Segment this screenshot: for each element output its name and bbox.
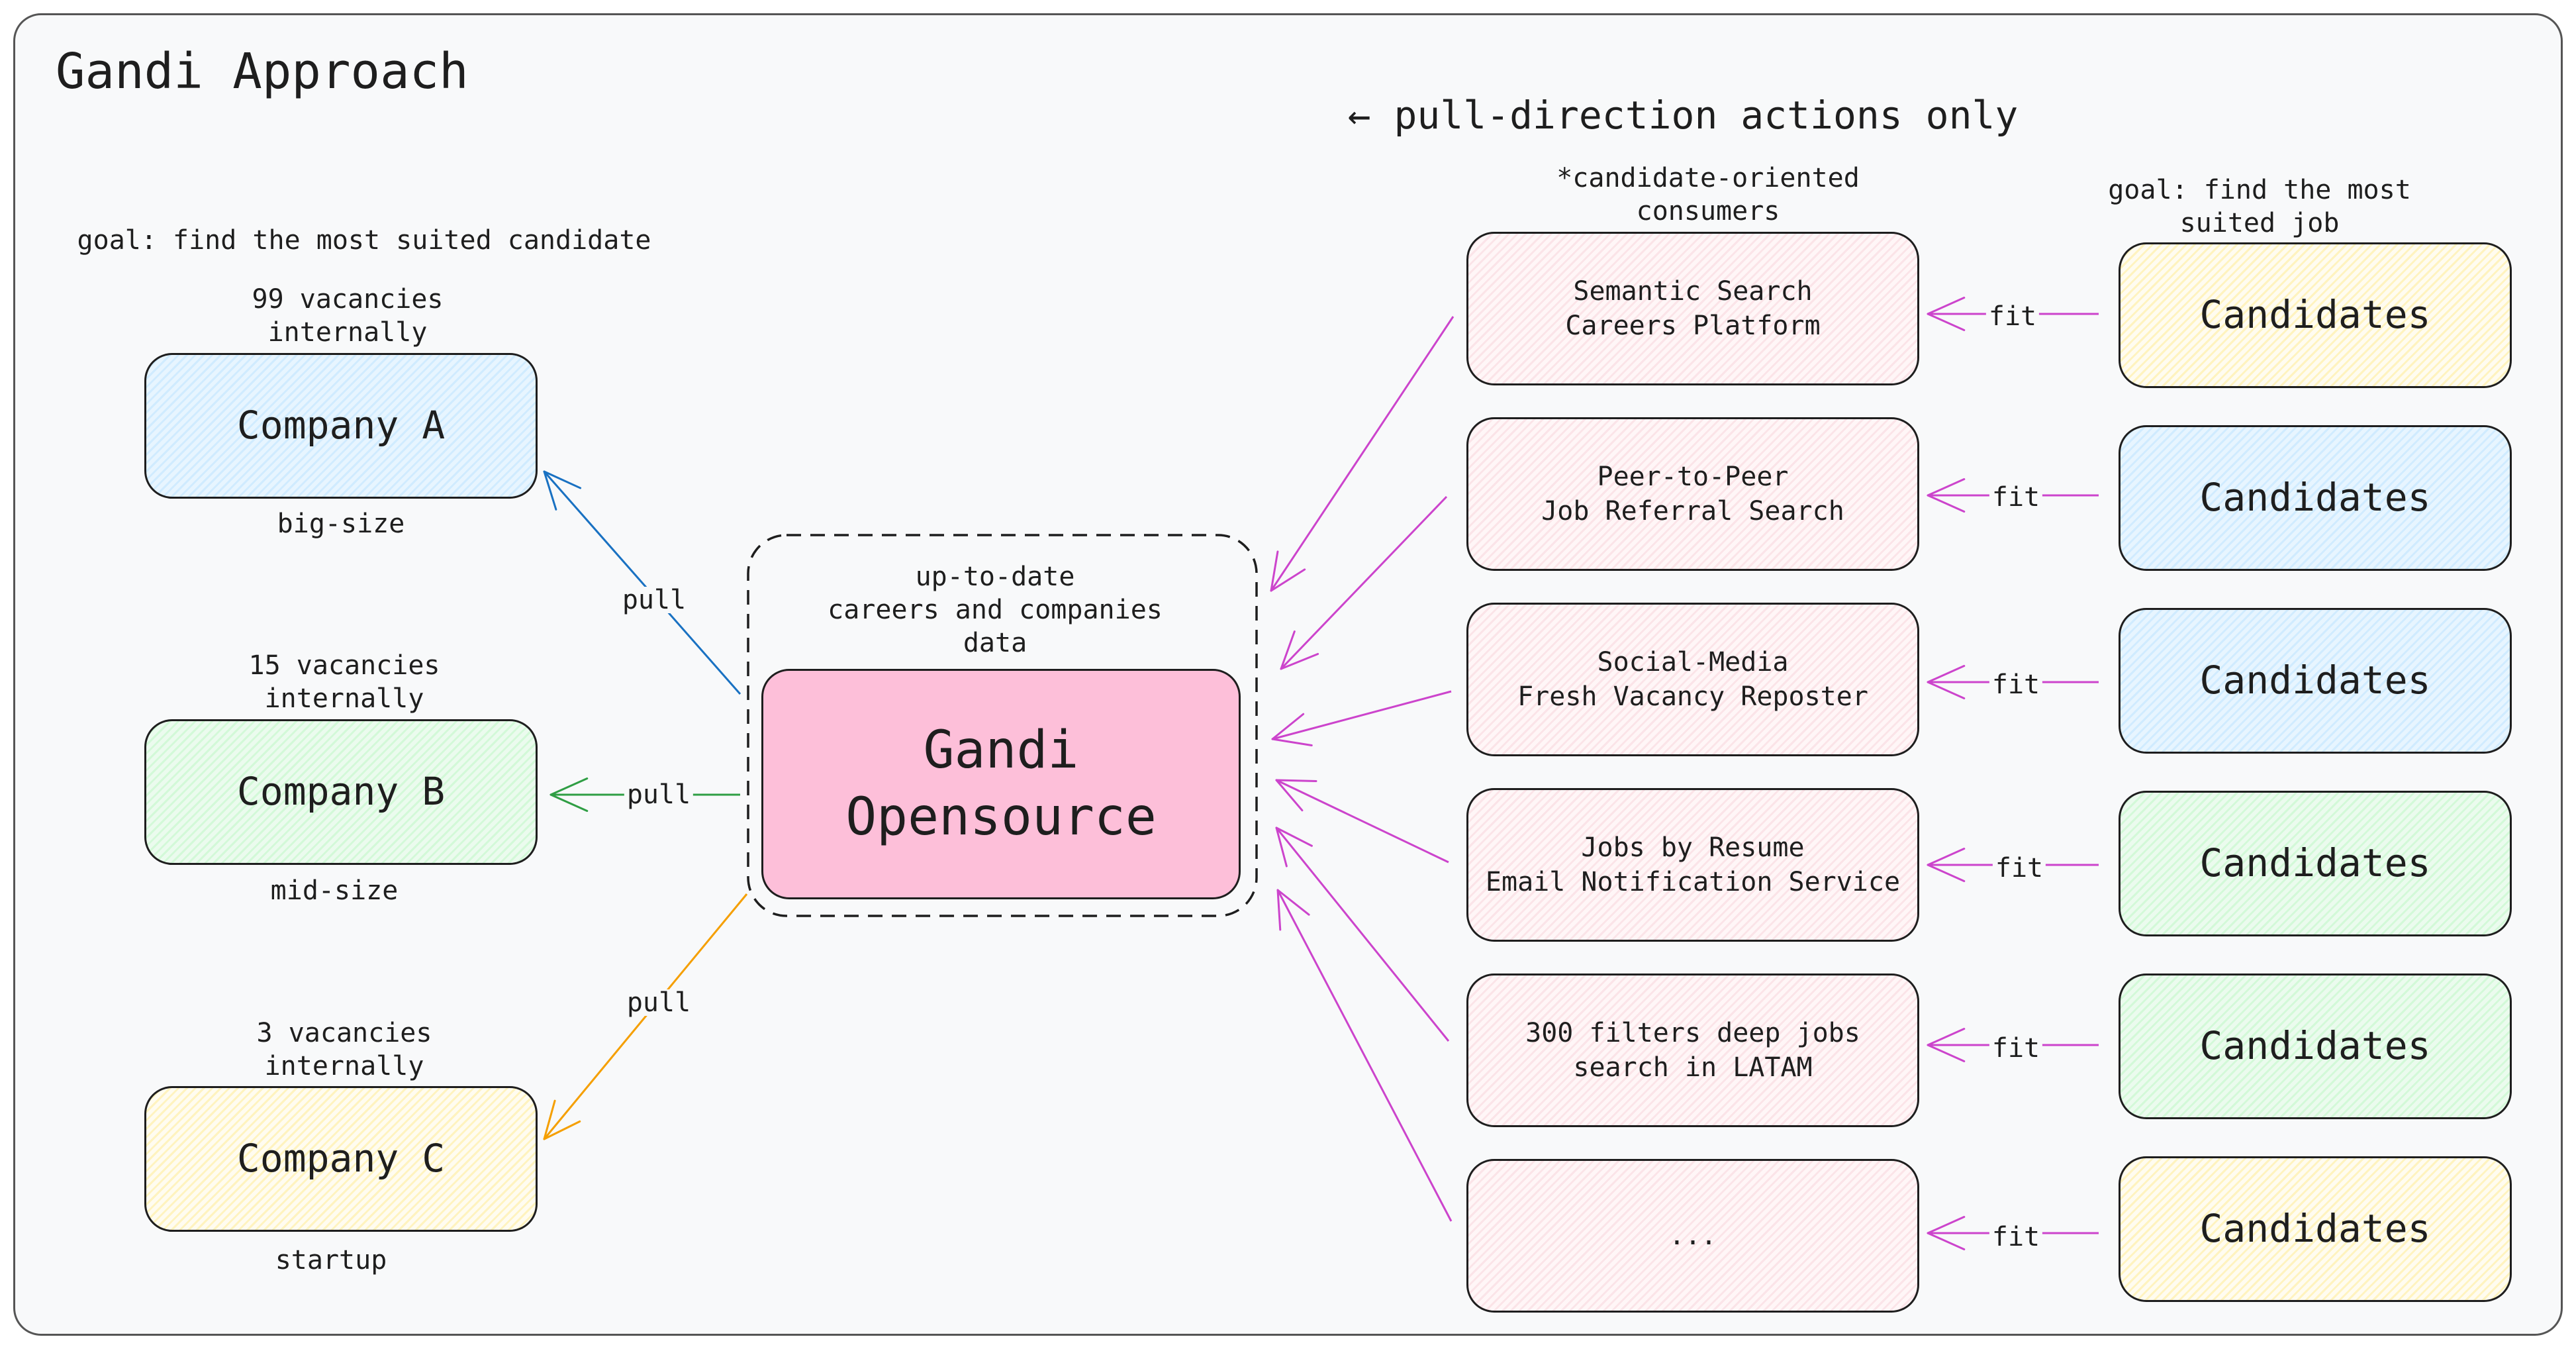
company-b-vacancies: 15 vacancies internally [248,650,440,714]
pull-arrow-company-c [543,893,748,1140]
company-a-size: big-size [277,509,405,539]
fit-label-4: fit [1992,855,2046,881]
consumer-arrow-5 [1275,826,1450,1042]
company-a-box[interactable]: Company A [144,353,538,499]
fit-label-5: fit [1989,1035,2043,1062]
company-c-size: startup [275,1245,387,1275]
candidates-box-5[interactable]: Candidates [2119,974,2512,1119]
company-b-box[interactable]: Company B [144,719,538,865]
candidates-box-6[interactable]: Candidates [2119,1156,2512,1302]
hub-dashed-container [747,534,1258,917]
consumer-resume-email-service[interactable]: Jobs by Resume Email Notification Servic… [1466,788,1919,942]
consumer-arrow-4 [1275,779,1449,864]
candidates-box-4[interactable]: Candidates [2119,791,2512,936]
consumer-arrow-6 [1276,889,1453,1222]
pull-arrow-company-a [543,470,741,695]
right-goal: goal: find the most suited job [2108,175,2411,238]
candidates-box-3[interactable]: Candidates [2119,608,2512,754]
fit-label-6: fit [1989,1224,2043,1250]
consumer-peer-referral[interactable]: Peer-to-Peer Job Referral Search [1466,417,1919,571]
consumer-arrow-1 [1270,316,1455,592]
company-a-vacancies: 99 vacancies internally [252,284,444,348]
page-title: Gandi Approach [56,43,469,100]
consumer-semantic-search[interactable]: Semantic Search Careers Platform [1466,232,1919,385]
candidates-box-2[interactable]: Candidates [2119,425,2512,571]
fit-label-1: fit [1985,303,2040,330]
pull-label-b: pull [624,781,694,808]
pull-label-a: pull [619,587,689,613]
consumers-heading: *candidate-oriented consumers [1556,163,1860,226]
pull-label-c: pull [624,989,694,1016]
company-c-vacancies: 3 vacancies internally [256,1018,432,1081]
company-c-box[interactable]: Company C [144,1086,538,1232]
hub-caption: up-to-date careers and companies data [828,562,1163,658]
top-note: ← pull-direction actions only [1347,93,2019,138]
company-b-size: mid-size [270,875,399,906]
candidates-box-1[interactable]: Candidates [2119,242,2512,388]
consumer-arrow-3 [1271,690,1452,747]
consumer-social-media-reposter[interactable]: Social-Media Fresh Vacancy Reposter [1466,603,1919,756]
gandi-opensource-hub[interactable]: Gandi Opensource [761,669,1241,899]
fit-label-2: fit [1989,484,2043,511]
consumer-latam-deep-search[interactable]: 300 filters deep jobs search in LATAM [1466,974,1919,1127]
fit-label-3: fit [1989,672,2043,698]
left-goal: goal: find the most suited candidate [77,225,651,256]
consumer-more[interactable]: ... [1466,1159,1919,1313]
consumer-arrow-2 [1280,495,1448,670]
